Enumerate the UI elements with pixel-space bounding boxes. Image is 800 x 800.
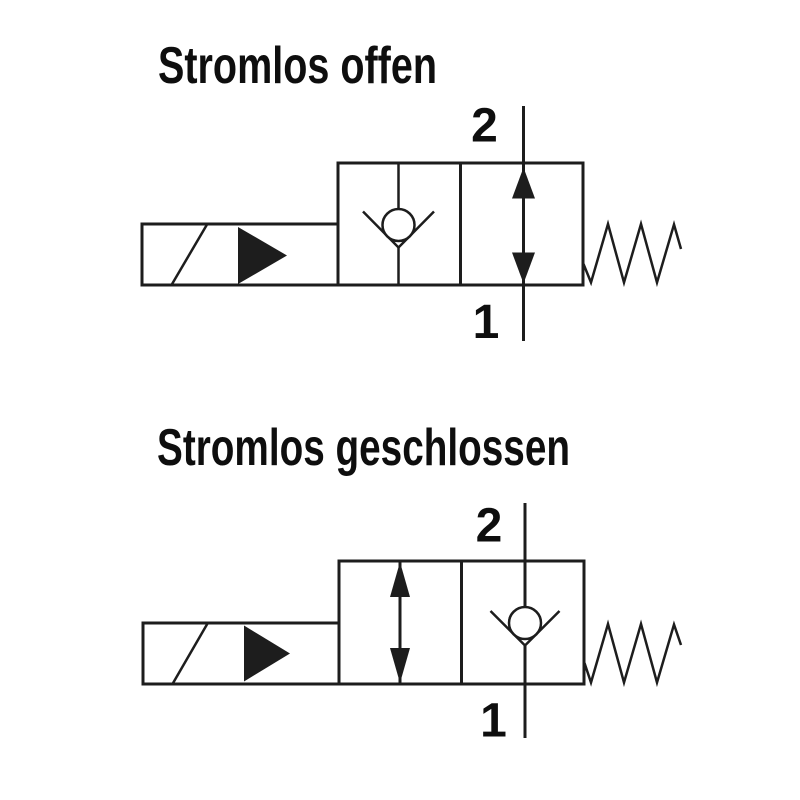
solenoid-arrow: [244, 625, 290, 682]
check-valve-icon: [489, 503, 561, 738]
flow-arrow-icon: [512, 106, 535, 341]
port-label-1: 1: [473, 296, 500, 349]
arrowhead-down: [512, 252, 535, 284]
check-valve-icon: [362, 163, 435, 285]
solenoid-actuator-icon: [141, 621, 341, 686]
solenoid-diagonal: [170, 223, 209, 286]
solenoid-frame: [141, 621, 341, 686]
check-valve-poppet: [381, 207, 416, 243]
port-label-2: 2: [476, 500, 503, 553]
spring-zigzag: [583, 619, 683, 688]
spring-zigzag: [582, 219, 683, 288]
spring-return-icon: [582, 219, 683, 288]
solenoid-actuator-icon: [140, 222, 340, 287]
valve-body: [336, 161, 585, 287]
diagram-title: Stromlos offen: [158, 37, 437, 95]
check-valve-poppet: [507, 605, 543, 641]
arrowhead-down: [390, 648, 410, 683]
solenoid-arrow: [238, 227, 287, 284]
diagram-normally-closed: Stromlos geschlossen: [141, 419, 683, 748]
diagram-title: Stromlos geschlossen: [157, 419, 570, 477]
port-label-1: 1: [480, 695, 507, 748]
flow-arrow-icon: [390, 562, 410, 683]
port-label-2: 2: [471, 100, 498, 153]
arrowhead-up: [512, 167, 535, 199]
diagram-normally-open: Stromlos offen: [140, 37, 683, 349]
solenoid-diagonal: [171, 622, 209, 685]
arrowhead-up: [390, 562, 410, 597]
valve-body: [337, 559, 586, 686]
spring-return-icon: [583, 619, 683, 688]
